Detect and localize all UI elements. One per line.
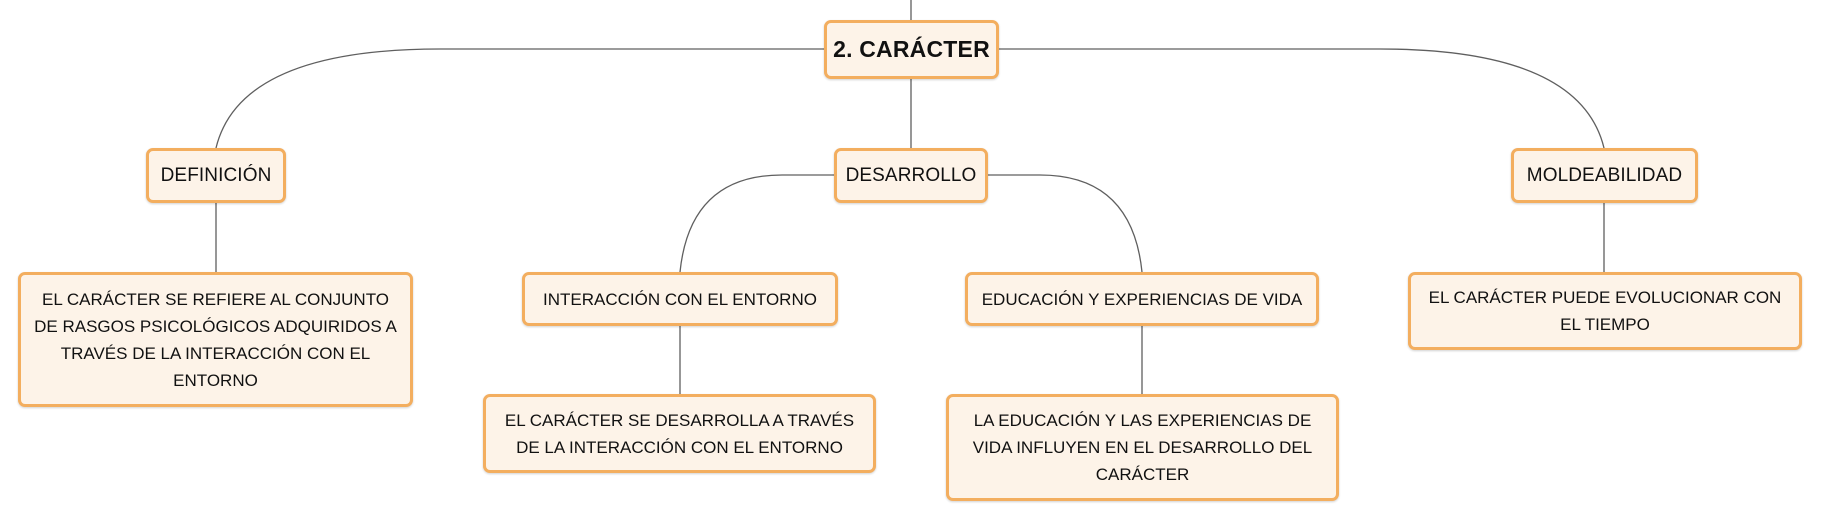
node-desarrollo-label: DESARROLLO [845, 164, 977, 186]
node-educacion-detail[interactable]: LA EDUCACIÓN Y LAS EXPERIENCIAS DE VIDA … [946, 394, 1339, 501]
node-moldeabilidad-label: MOLDEABILIDAD [1526, 164, 1683, 186]
node-desarrollo[interactable]: DESARROLLO [834, 148, 988, 203]
connector-root-moldeabilidad [999, 48, 1605, 149]
node-moldeabilidad[interactable]: MOLDEABILIDAD [1511, 148, 1698, 203]
node-definicion-detail-text: EL CARÁCTER SE REFIERE AL CONJUNTO DE RA… [34, 289, 397, 390]
node-educacion-label: EDUCACIÓN Y EXPERIENCIAS DE VIDA [981, 289, 1303, 309]
node-definicion-label: DEFINICIÓN [160, 164, 272, 186]
connector-desarrollo-interaccion [679, 174, 834, 273]
node-definicion-detail[interactable]: EL CARÁCTER SE REFIERE AL CONJUNTO DE RA… [18, 272, 413, 407]
node-interaccion[interactable]: INTERACCIÓN CON EL ENTORNO [522, 272, 838, 326]
root-label: 2. CARÁCTER [833, 36, 990, 62]
node-educacion[interactable]: EDUCACIÓN Y EXPERIENCIAS DE VIDA [965, 272, 1319, 326]
node-moldeabilidad-detail-text: EL CARÁCTER PUEDE EVOLUCIONAR CON EL TIE… [1428, 288, 1782, 334]
connector-desarrollo-educacion [988, 174, 1143, 273]
node-educacion-detail-text: LA EDUCACIÓN Y LAS EXPERIENCIAS DE VIDA … [972, 411, 1313, 484]
connector-root-definicion [215, 48, 824, 149]
node-moldeabilidad-detail[interactable]: EL CARÁCTER PUEDE EVOLUCIONAR CON EL TIE… [1408, 272, 1802, 350]
node-interaccion-detail[interactable]: EL CARÁCTER SE DESARROLLA A TRAVÉS DE LA… [483, 394, 876, 473]
root-node[interactable]: 2. CARÁCTER [824, 20, 999, 79]
node-interaccion-label: INTERACCIÓN CON EL ENTORNO [543, 289, 817, 309]
node-definicion[interactable]: DEFINICIÓN [146, 148, 286, 203]
node-interaccion-detail-text: EL CARÁCTER SE DESARROLLA A TRAVÉS DE LA… [504, 410, 855, 457]
